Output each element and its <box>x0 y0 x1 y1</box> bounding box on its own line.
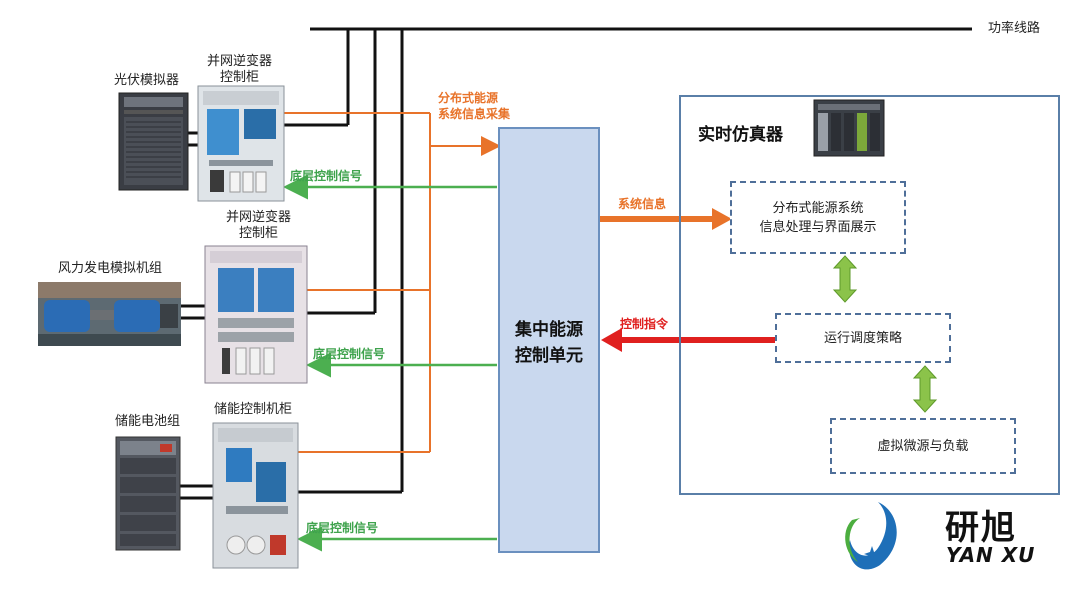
wind-generator-image <box>38 282 181 346</box>
real-time-simulator-frame <box>679 95 1060 495</box>
system-info-arrow <box>600 208 732 230</box>
battery-group-image <box>115 436 181 551</box>
central-unit-label: 集中能源 控制单元 <box>500 317 598 369</box>
inverter-cabinet-2-label-line1: 并网逆变器 <box>226 210 292 225</box>
bottom-control-lines <box>283 174 497 552</box>
control-command-arrow <box>601 328 775 352</box>
yanxu-logo-icon <box>845 502 897 570</box>
inverter-cabinet-2-label: 并网逆变器 控制柜 <box>226 210 291 242</box>
info-collection-label-line1: 分布式能源 <box>438 91 499 105</box>
virtual-source-load-label: 虚拟微源与负载 <box>877 438 969 454</box>
info-collection-lines <box>284 112 501 453</box>
bottom-control-signal-label-2: 底层控制信号 <box>313 347 386 361</box>
double-arrow-1 <box>832 255 858 303</box>
wind-generator-label: 风力发电模拟机组 <box>58 261 163 276</box>
inverter-cabinet-1-image <box>197 85 285 202</box>
storage-cabinet-label: 储能控制机柜 <box>214 402 293 417</box>
inverter-cabinet-1-label: 并网逆变器 控制柜 <box>207 54 272 86</box>
display-processing-box: 分布式能源系统 信息处理与界面展示 <box>730 181 906 254</box>
logo-sub: YAN XU <box>946 543 1036 567</box>
bottom-control-signal-label-1: 底层控制信号 <box>290 169 363 183</box>
scheduling-strategy-box: 运行调度策略 <box>775 313 951 363</box>
control-command-label: 控制指令 <box>620 317 669 331</box>
display-processing-line1: 分布式能源系统 <box>772 200 864 216</box>
central-energy-control-unit: 集中能源 控制单元 <box>498 127 600 553</box>
inverter-cabinet-1-label-line2: 控制柜 <box>220 70 260 85</box>
inverter-cabinet-2-image <box>204 245 308 384</box>
double-arrow-2 <box>912 365 938 413</box>
info-collection-label-line2: 系统信息采集 <box>438 107 511 121</box>
bottom-control-signal-label-3: 底层控制信号 <box>306 521 379 535</box>
central-unit-label-line2: 控制单元 <box>515 346 583 366</box>
pv-simulator-label: 光伏模拟器 <box>114 73 180 88</box>
inverter-cabinet-1-label-line1: 并网逆变器 <box>207 54 273 69</box>
central-unit-label-line1: 集中能源 <box>515 320 583 340</box>
system-info-label: 系统信息 <box>618 197 667 211</box>
pv-simulator-image <box>118 92 189 191</box>
storage-cabinet-image <box>212 422 299 569</box>
battery-group-label: 储能电池组 <box>115 414 181 429</box>
power-lines <box>180 27 972 500</box>
scheduling-strategy-label: 运行调度策略 <box>823 330 902 346</box>
display-processing-line2: 信息处理与界面展示 <box>759 219 877 235</box>
info-collection-label: 分布式能源 系统信息采集 <box>438 90 510 122</box>
inverter-cabinet-2-label-line2: 控制柜 <box>239 226 279 241</box>
virtual-source-load-box: 虚拟微源与负载 <box>830 418 1016 474</box>
power-line-label: 功率线路 <box>988 21 1041 36</box>
real-time-simulator-title: 实时仿真器 <box>698 125 783 145</box>
logo-name: 研旭 <box>945 508 1017 548</box>
simulator-hardware-image <box>813 99 885 157</box>
